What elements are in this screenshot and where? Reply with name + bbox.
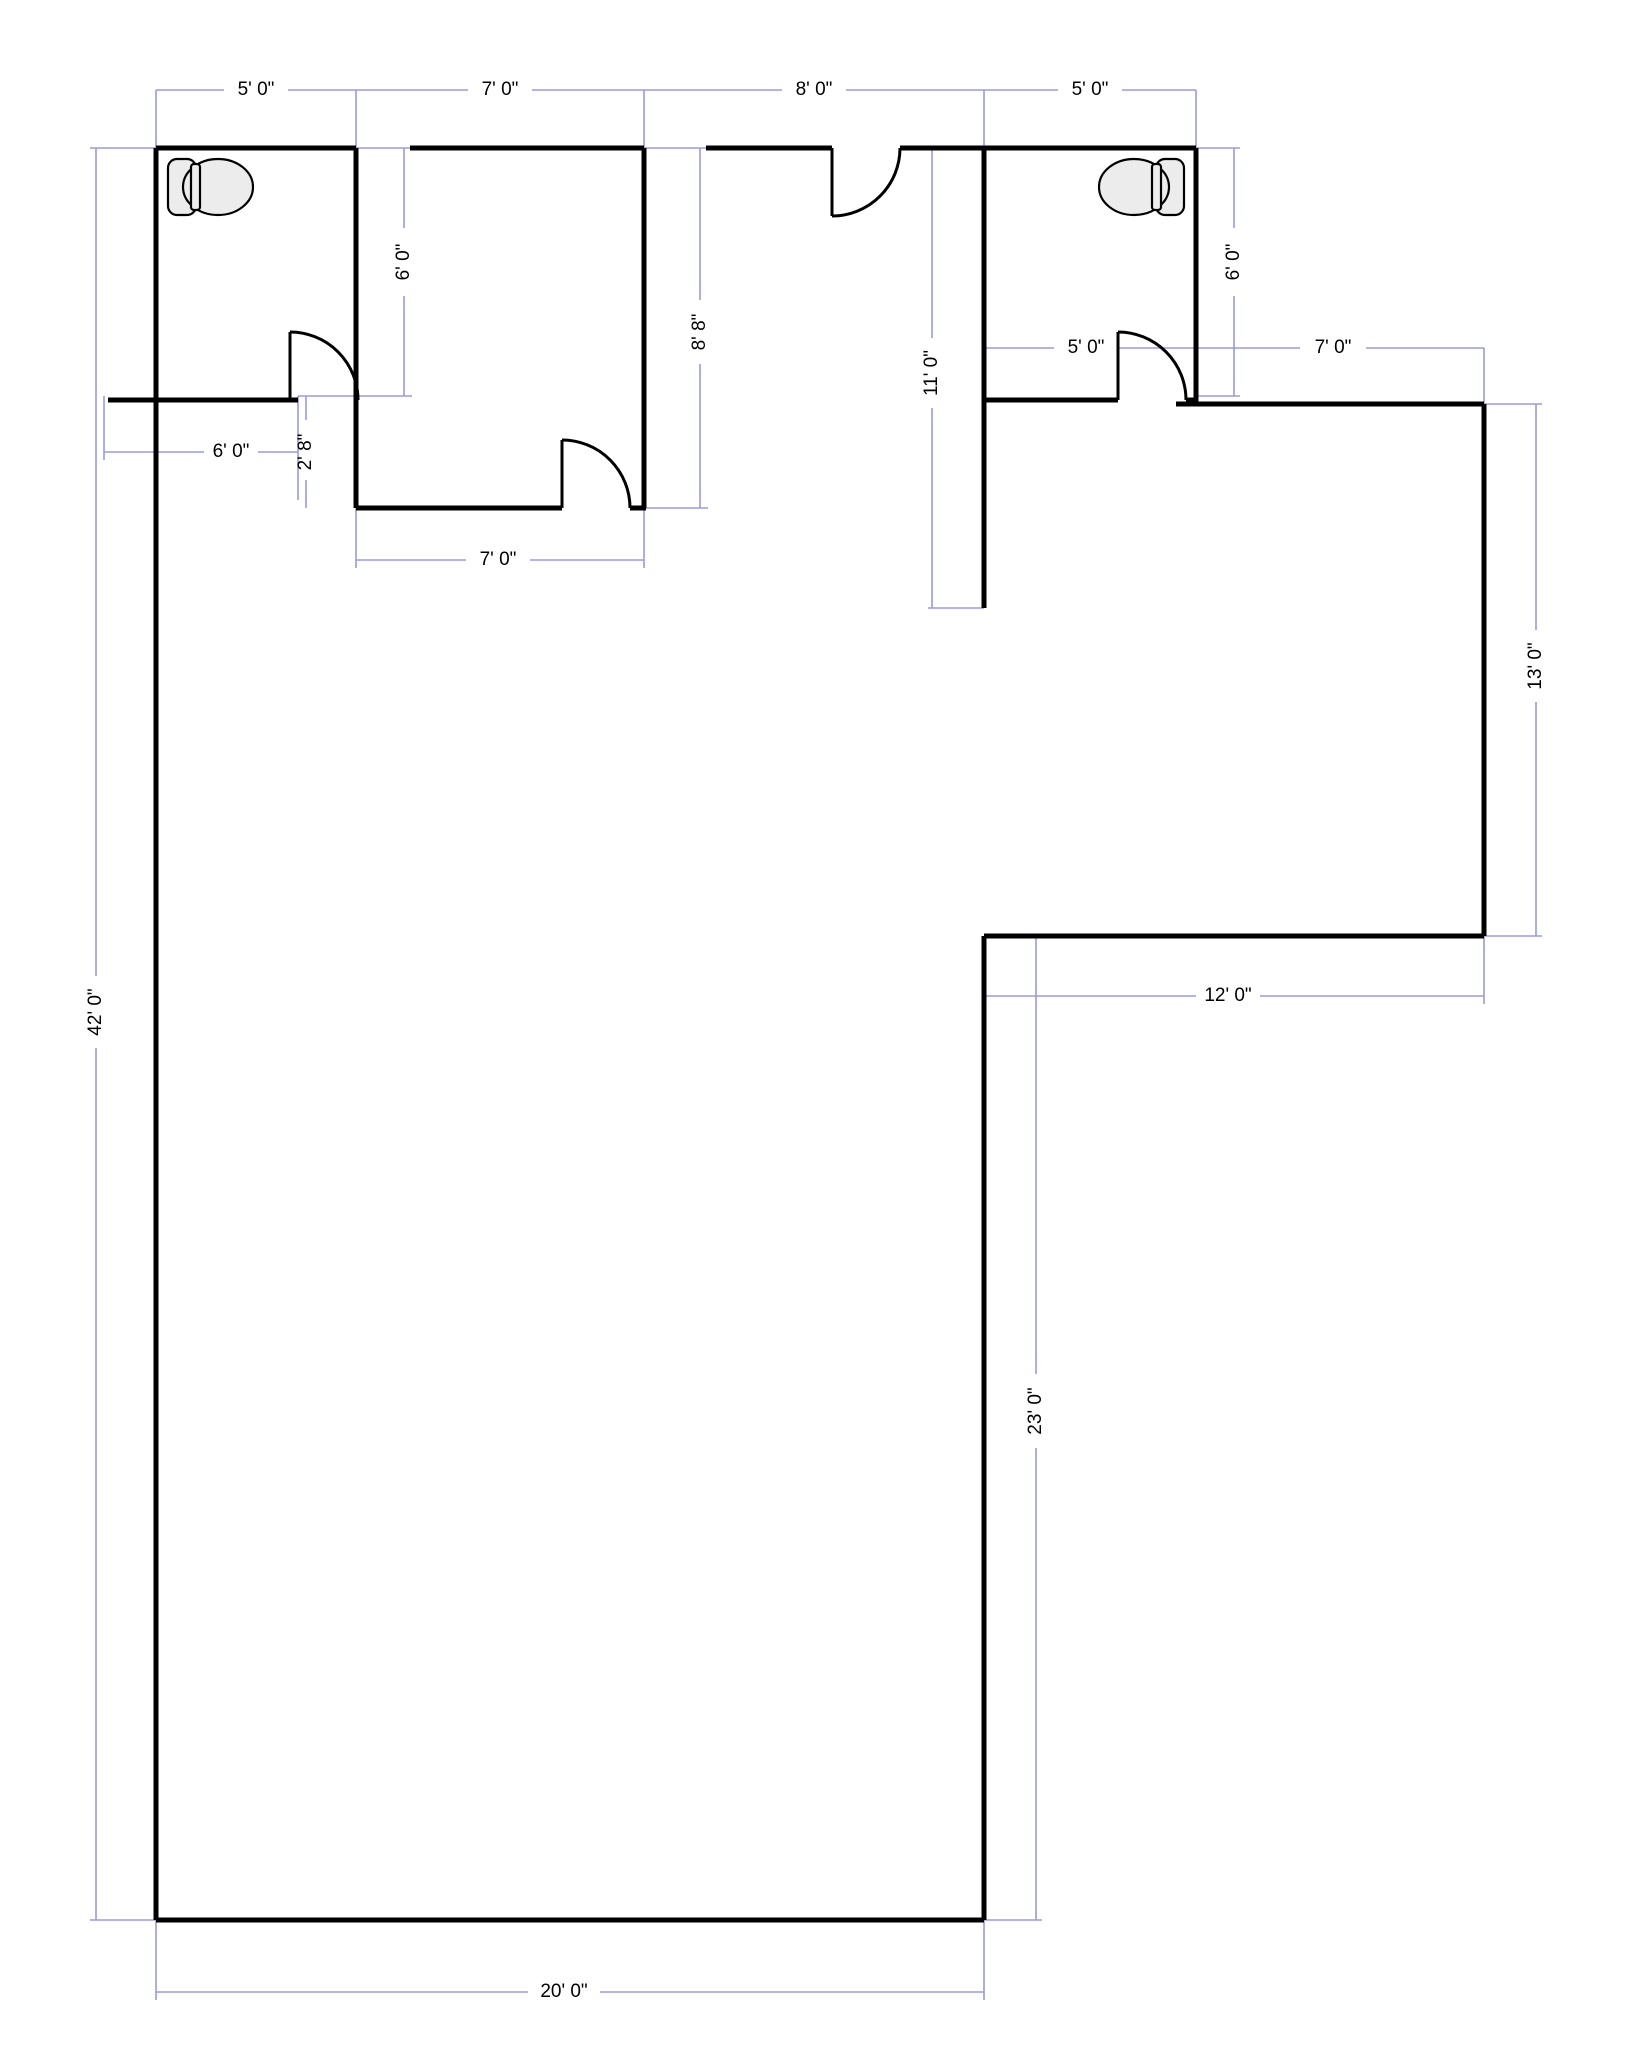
dim-label-bath-left-jamb: 2' 8"	[295, 434, 316, 471]
door-left-room[interactable]	[560, 438, 632, 509]
dim-label-top-2: 7' 0"	[482, 79, 519, 100]
dim-bath-left-depth: 6' 0"	[356, 147, 414, 397]
toilet-left-seat-hinge	[189, 162, 202, 212]
dim-bath-left-jamb: 2' 8"	[295, 395, 356, 508]
dim-bath-left-width: 6' 0"	[103, 396, 299, 500]
dim-label-bath-right-depth: 6' 0"	[1223, 244, 1244, 281]
dim-label-top-1: 5' 0"	[238, 79, 275, 100]
door-right-bathroom[interactable]	[1116, 330, 1188, 401]
door-corridor[interactable]	[830, 147, 902, 218]
dim-label-bath-left-width: 6' 0"	[213, 441, 250, 462]
dim-label-room-left-width: 7' 0"	[480, 549, 517, 570]
dim-right-wing-top: 7' 0"	[1195, 337, 1485, 404]
dim-lower-right-height: 23' 0"	[984, 935, 1046, 1921]
fixture-layer	[166, 157, 1186, 217]
dim-label-corridor-depth: 11' 0"	[921, 350, 942, 396]
wall-layer	[108, 145, 1487, 1923]
dim-bath-right-width: 5' 0"	[983, 337, 1197, 404]
door-layer	[288, 147, 1188, 509]
dim-label-right-wing-width: 12' 0"	[1204, 985, 1251, 1006]
toilet-right-fixture	[1097, 157, 1186, 217]
dim-label-lower-right-height: 23' 0"	[1025, 1387, 1046, 1434]
dimension-layer: 5' 0" 7' 0" 8' 0" 5' 0" 6' 0" 8' 8" 11' …	[85, 79, 1546, 2002]
dim-label-right-wing-height: 13' 0"	[1525, 642, 1546, 689]
dim-label-bath-left-depth: 6' 0"	[393, 244, 414, 281]
dim-label-right-wing-top: 7' 0"	[1315, 337, 1352, 358]
dim-label-top-3: 8' 0"	[796, 79, 833, 100]
dim-label-room-left-depth: 8' 8"	[689, 314, 710, 351]
dim-corridor-depth: 11' 0"	[921, 147, 984, 609]
dim-room-left-depth: 8' 8"	[644, 147, 710, 509]
dim-right-wing-height: 13' 0"	[1484, 403, 1546, 937]
dim-bath-right-depth: 6' 0"	[1196, 147, 1244, 397]
dim-bottom-overall-width: 20' 0"	[155, 1920, 985, 2002]
dim-room-left-width: 7' 0"	[355, 508, 645, 570]
dim-label-bottom-overall-width: 20' 0"	[540, 1981, 587, 2002]
dim-label-left-overall-height: 42' 0"	[85, 988, 106, 1035]
dim-left-overall-height: 42' 0"	[85, 147, 156, 1921]
door-left-bathroom[interactable]	[288, 330, 360, 401]
dim-label-top-4: 5' 0"	[1072, 79, 1109, 100]
dim-right-wing-width: 12' 0"	[983, 936, 1485, 1006]
dim-label-bath-right-width: 5' 0"	[1068, 337, 1105, 358]
top-chain-extensions	[155, 90, 1197, 148]
toilet-left-fixture	[166, 157, 255, 217]
toilet-right-seat-hinge	[1150, 162, 1163, 212]
